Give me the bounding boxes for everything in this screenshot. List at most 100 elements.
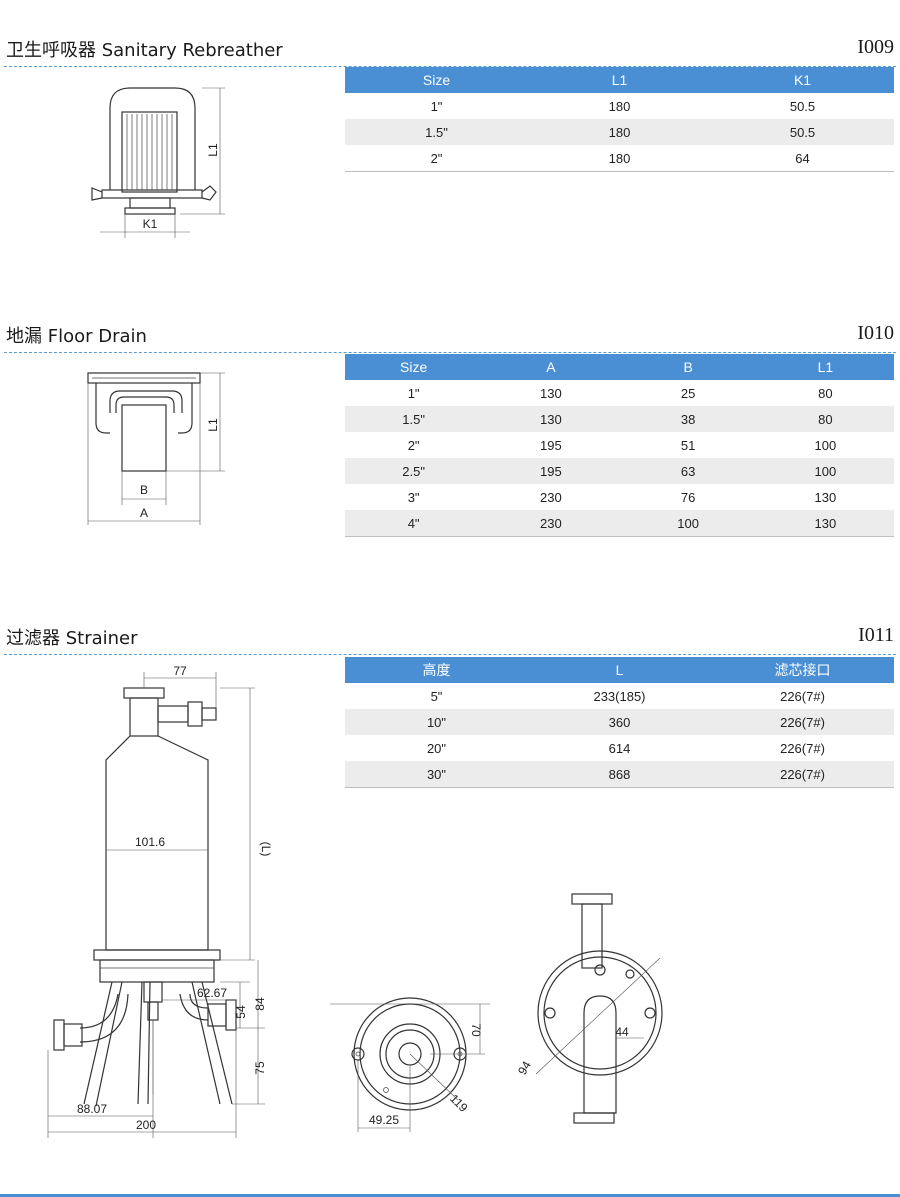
table-cell: 63 [619,458,757,484]
section-code-rebreather: I009 [857,36,894,58]
column-header: Size [345,67,528,93]
table-header-row: 高度 L 滤芯接口 [345,657,894,683]
dimension-label-44: 44 [615,1025,629,1039]
table-row: 1" 130 25 80 [345,380,894,406]
table-header-row: Size L1 K1 [345,67,894,93]
table-cell: 230 [540,489,562,505]
table-cell: 180 [608,98,631,114]
table-row: 4" 230 100 130 [345,510,894,537]
strainer-plan-top-drawing: 70 119 49.25 [330,997,490,1132]
table-cell: 130 [540,385,562,401]
spec-table-floor-drain: Size A B L1 1" 130 25 80 1.5" 130 38 80 … [345,354,894,537]
dimension-label-l1: L1 [206,418,220,432]
dimension-label-l1: L1 [206,143,220,157]
table-cell: 1" [430,98,443,114]
dimension-label-94: 94 [515,1058,534,1077]
table-cell: 180 [528,119,711,145]
column-header: A [482,354,620,380]
section-divider [4,654,896,655]
table-cell: 30" [345,761,528,788]
table-cell: 4" [345,510,483,537]
column-header: L1 [756,354,894,380]
strainer-plan-bottom-drawing: 44 94 [515,893,663,1124]
table-cell: 614 [608,740,631,756]
column-header: B [619,354,757,380]
dimension-label-75: 75 [253,1061,267,1075]
dimension-label-77: 77 [173,664,187,678]
table-cell: 50.5 [711,119,894,145]
table-row: 1" 180 50.5 [345,93,894,119]
section-title-rebreather: 卫生呼吸器 Sanitary Rebreather [6,40,283,61]
table-cell: 130 [482,406,620,432]
table-cell: 226(7#) [780,740,825,756]
table-cell: 360 [528,709,711,735]
table-row: 30" 868 226(7#) [345,761,894,788]
column-header: 高度 [345,657,528,683]
column-header: K1 [711,67,894,93]
table-cell: 1.5" [345,119,528,145]
dimension-label-49-25: 49.25 [369,1113,399,1127]
table-cell: 868 [528,761,711,788]
table-cell: 195 [540,437,562,453]
table-row: 10" 360 226(7#) [345,709,894,735]
section-divider [4,66,896,67]
table-cell: 100 [619,510,757,537]
floor-drain-drawing: L1 B A [87,372,225,525]
dimension-label-84: 84 [253,997,267,1011]
table-cell: 195 [482,458,620,484]
column-header: L [528,657,711,683]
table-cell: 10" [345,709,528,735]
table-cell: 2" [345,145,528,172]
spec-table-strainer: 高度 L 滤芯接口 5" 233(185) 226(7#) 10" 360 22… [345,657,894,788]
dimension-label-70: 70 [469,1023,483,1037]
table-row: 2.5" 195 63 100 [345,458,894,484]
dimension-label-101-6: 101.6 [135,835,165,849]
column-header: 滤芯接口 [711,657,894,683]
table-cell: 38 [619,406,757,432]
dimension-label-54: 54 [234,1005,248,1019]
dimension-label-a: A [140,506,148,520]
table-cell: 180 [528,145,711,172]
table-cell: 3" [407,489,420,505]
table-cell: 80 [818,385,833,401]
table-cell: 226(7#) [711,761,894,788]
table-cell: 76 [680,489,696,505]
page-footer-bar [0,1194,900,1197]
table-cell: 130 [814,489,837,505]
dimension-label-62-67: 62.67 [197,986,227,1000]
section-divider [4,352,896,353]
table-cell: 100 [814,437,837,453]
section-title-floor-drain: 地漏 Floor Drain [6,326,147,347]
table-cell: 230 [482,510,620,537]
dimension-label-119: 119 [447,1091,471,1115]
table-cell: 1" [407,385,420,401]
table-cell: 64 [711,145,894,172]
dimension-label-88-07: 88.07 [77,1102,107,1116]
dimension-label-200: 200 [136,1118,156,1132]
table-cell: 226(7#) [711,709,894,735]
table-cell: 233(185) [593,688,646,704]
table-cell: 100 [756,458,894,484]
table-cell: 20" [426,740,447,756]
section-code-floor-drain: I010 [857,322,894,344]
rebreather-drawing: L1 K1 [91,87,225,238]
section-code-strainer: I011 [858,624,894,646]
table-cell: 50.5 [789,98,816,114]
table-row: 3" 230 76 130 [345,484,894,510]
table-cell: 130 [756,510,894,537]
table-cell: 226(7#) [780,688,825,704]
table-cell: 80 [756,406,894,432]
table-cell: 2" [407,437,420,453]
table-cell: 5" [430,688,443,704]
dimension-label-b: B [140,483,148,497]
table-row: 2" 180 64 [345,145,894,172]
table-row: 1.5" 180 50.5 [345,119,894,145]
column-header: L1 [528,67,711,93]
table-cell: 1.5" [345,406,483,432]
spec-table-rebreather: Size L1 K1 1" 180 50.5 1.5" 180 50.5 2" … [345,67,894,172]
strainer-elevation-drawing: 77 101.6 (L) 62.67 54 84 75 88.07 200 [47,664,273,1138]
table-cell: 51 [680,437,696,453]
section-title-strainer: 过滤器 Strainer [6,628,138,649]
table-header-row: Size A B L1 [345,354,894,380]
table-cell: 2.5" [345,458,483,484]
